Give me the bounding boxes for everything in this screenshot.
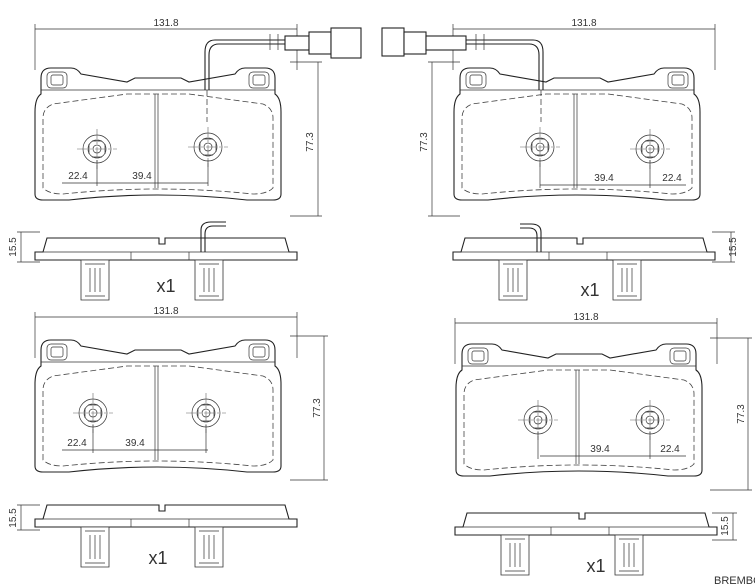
quantity-label: x1: [586, 556, 605, 576]
hole-offset-label: 22.4: [68, 171, 88, 182]
pad-thickness-label: 15.5: [8, 508, 19, 528]
sensor-wire-side: [200, 221, 226, 252]
wear-sensor: [204, 27, 362, 122]
pad-top-left: 131.8 77.3 22.4 39.4: [8, 18, 362, 301]
sensor-wire-side: [520, 223, 542, 252]
pad-height-label: 77.3: [305, 132, 316, 152]
wear-sensor: [381, 27, 544, 122]
hole-spacing-label: 39.4: [125, 438, 145, 449]
hole-offset-label: 22.4: [660, 444, 680, 455]
pad-height-label: 77.3: [419, 132, 430, 152]
watermark-text: BREMBO: [714, 575, 755, 587]
pad-height-label: 77.3: [736, 404, 747, 424]
pad-width-label: 131.8: [153, 306, 178, 317]
pad-width-label: 131.8: [153, 18, 178, 29]
pad-width-label: 131.8: [571, 18, 596, 29]
hole-offset-label: 22.4: [662, 173, 682, 184]
pad-width-label: 131.8: [573, 312, 598, 323]
hole-offset-label: 22.4: [67, 438, 87, 449]
hole-spacing-label: 39.4: [590, 444, 610, 455]
pad-height-label: 77.3: [312, 398, 323, 418]
quantity-label: x1: [580, 280, 599, 300]
quantity-label: x1: [156, 276, 175, 296]
hole-spacing-label: 39.4: [594, 173, 614, 184]
quantity-label: x1: [148, 548, 167, 568]
pad-bottom-right: 131.8 77.3 39.4 22.4 15.5 x1: [454, 312, 752, 576]
pad-thickness-label: 15.5: [720, 516, 731, 536]
hole-spacing-label: 39.4: [132, 171, 152, 182]
pad-bottom-left: 131.8 77.3 22.4 39.4 15.5 x1: [8, 306, 328, 568]
pad-top-right: 131.8 77.3 39.4 22.4 15.5: [381, 18, 739, 301]
brand-watermark: BREMBO: [714, 575, 755, 587]
pad-thickness-label: 15.5: [728, 237, 739, 257]
pad-thickness-label: 15.5: [8, 237, 19, 257]
